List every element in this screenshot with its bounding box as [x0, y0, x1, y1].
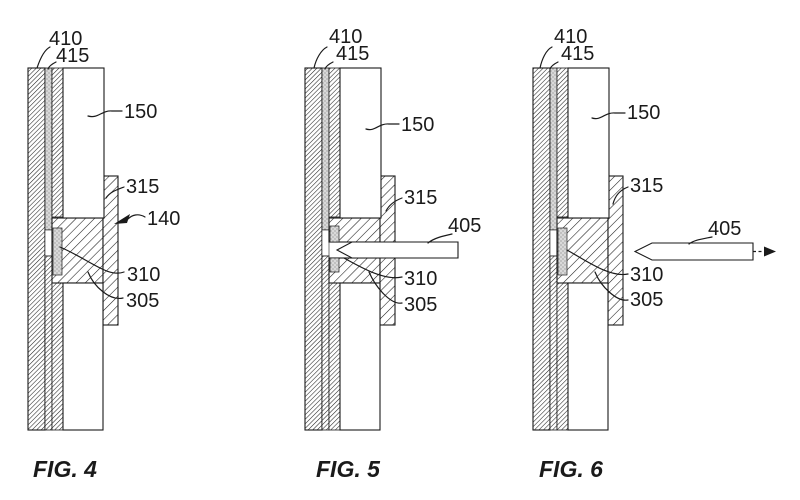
- fig4-wall-lower-sliver: [44, 255, 53, 431]
- fig4-inner-wall-lower: [51, 282, 64, 431]
- fig4-slot-gap: [44, 229, 53, 257]
- fig4-insert-310: [52, 227, 63, 276]
- fig4-ref-305: 305: [126, 290, 159, 312]
- fig6-panel-150: [567, 67, 610, 219]
- fig6-lower-panel: [567, 282, 609, 431]
- fig6-ref-315: 315: [630, 175, 663, 197]
- fig6-liner-strip-415: [549, 67, 558, 231]
- fig6-diagram: 410 415 150 315 405 310 305 FIG. 6: [532, 26, 776, 482]
- fig6-leader-415: [549, 61, 559, 70]
- fig6-outer-wall-410: [532, 67, 551, 431]
- fig5-slot-gap: [321, 229, 330, 257]
- fig4-ref-410: 410: [49, 28, 82, 50]
- fig4-leader-140: [127, 214, 146, 220]
- fig6-insert-310: [557, 227, 568, 276]
- fig5-ref-310: 310: [404, 268, 437, 290]
- fig6-withdraw-arrowhead: [764, 246, 776, 257]
- fig5-ref-315: 315: [404, 187, 437, 209]
- fig6-leader-410: [539, 46, 553, 69]
- fig5-caption: FIG. 5: [316, 456, 381, 482]
- fig4-diagram: 410 415 150 315 140 310 305 FIG. 4: [27, 28, 180, 482]
- fig4-liner-strip-415: [44, 67, 53, 231]
- fig6-tool-bar-405: [633, 242, 754, 261]
- fig4-ref-310: 310: [127, 264, 160, 286]
- fig5-diagram: 410 415 150 315 405 310 305 FIG. 5: [304, 26, 481, 482]
- fig6-ref-415: 415: [561, 43, 594, 65]
- fig4-ref-150: 150: [124, 101, 157, 123]
- fig6-ref-405: 405: [708, 218, 741, 240]
- fig6-caption: FIG. 6: [539, 456, 603, 482]
- fig4-leader-150: [87, 110, 123, 118]
- fig4-leader-415: [47, 61, 57, 70]
- fig4-outer-wall-410: [27, 67, 46, 431]
- fig5-tool-bar-405: [335, 241, 459, 259]
- fig4-flange-strip-315: [102, 175, 119, 326]
- fig6-leader-150: [591, 112, 626, 120]
- fig6-leader-315: [612, 186, 629, 205]
- fig5-outer-wall-410: [304, 67, 323, 431]
- fig5-ref-305: 305: [404, 294, 437, 316]
- fig6-leader-405: [688, 236, 713, 245]
- fig5-ref-405: 405: [448, 215, 481, 237]
- fig4-leader-410: [36, 46, 51, 69]
- fig4-leader-305: [87, 271, 124, 299]
- fig6-leader-305: [594, 271, 629, 301]
- fig4-leader-315: [105, 186, 125, 199]
- fig6-flange-strip-315: [607, 175, 624, 326]
- fig4-leader-310: [59, 246, 125, 274]
- fig6-ref-410: 410: [554, 26, 587, 48]
- fig4-arrowhead-140: [114, 214, 130, 224]
- fig6-ref-150: 150: [627, 102, 660, 124]
- fig5-leader-405: [427, 233, 453, 244]
- fig5-leader-315: [385, 197, 403, 212]
- fig5-ref-150: 150: [401, 114, 434, 136]
- fig5-panel-150: [339, 67, 382, 219]
- fig5-inner-wall-lower: [328, 282, 341, 431]
- fig5-liner-strip-415: [321, 67, 330, 231]
- fig6-ref-310: 310: [630, 264, 663, 286]
- fig6-inner-wall-strip: [556, 67, 569, 218]
- fig6-slot-gap: [549, 229, 558, 257]
- fig4-ref-415: 415: [56, 45, 89, 67]
- fig4-caption: FIG. 4: [33, 456, 97, 482]
- fig6-ref-305: 305: [630, 289, 663, 311]
- fig5-leader-305: [368, 271, 403, 304]
- fig5-leader-415: [324, 61, 334, 70]
- fig4-ref-315: 315: [126, 176, 159, 198]
- fig5-insert-310-upper: [329, 225, 340, 243]
- fig5-leader-410: [313, 46, 328, 69]
- fig4-inner-wall-strip: [51, 67, 64, 218]
- fig5-ref-410: 410: [329, 26, 362, 48]
- fig5-leader-310: [343, 257, 403, 279]
- fig5-lower-panel: [339, 282, 381, 431]
- fig4-panel-150: [62, 67, 105, 219]
- fig5-ref-415: 415: [336, 43, 369, 65]
- fig5-wall-lower-sliver: [321, 255, 330, 431]
- fig4-ref-140: 140: [147, 208, 180, 230]
- fig6-wall-lower-sliver: [549, 255, 558, 431]
- fig6-inner-wall-lower: [556, 282, 569, 431]
- fig5-leader-150: [365, 123, 400, 131]
- fig6-leader-310: [566, 249, 629, 276]
- fig4-lower-panel: [62, 282, 104, 431]
- fig5-insert-310-lower: [329, 257, 340, 273]
- fig5-inner-wall-strip: [328, 67, 341, 218]
